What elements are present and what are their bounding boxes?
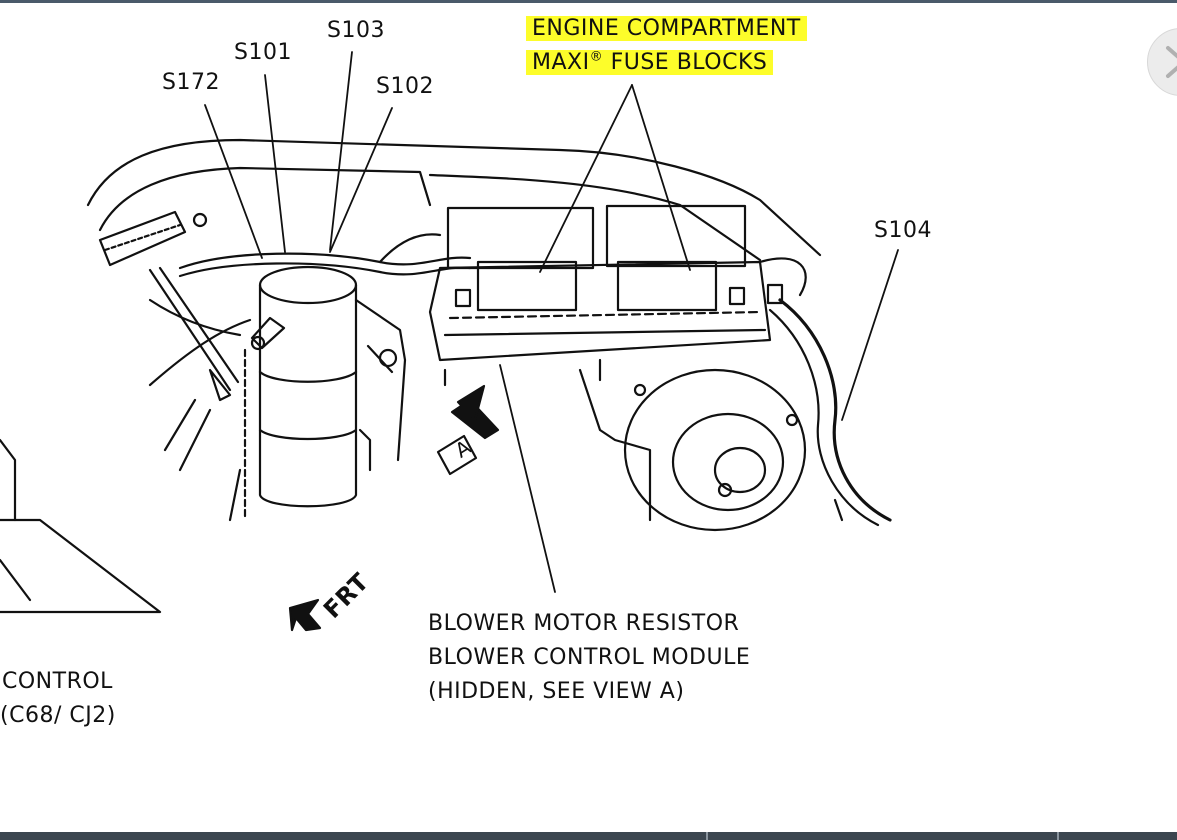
splice-label-s103: S103: [327, 18, 385, 43]
blower-motor: [578, 368, 807, 532]
registered-mark: ®: [589, 49, 604, 65]
fuse-block-title: ENGINE COMPARTMENT MAXI® FUSE BLOCKS: [526, 12, 808, 80]
accumulator: [243, 265, 358, 522]
control-label-line2: (C68/ CJ2): [0, 703, 116, 728]
shifter-area: [0, 438, 162, 614]
chevron-right-icon: [1166, 46, 1177, 78]
splice-label-s102: S102: [376, 74, 434, 99]
frt-arrow: [288, 598, 322, 632]
blower-label-line2: BLOWER CONTROL MODULE: [428, 645, 751, 670]
title-fuse-blocks: FUSE BLOCKS: [603, 50, 768, 75]
blower-label-line3: (HIDDEN, SEE VIEW A): [428, 679, 685, 704]
wiring-harness: [148, 233, 472, 387]
fuse-block-title-line1: ENGINE COMPARTMENT: [526, 16, 807, 41]
leader-lines: [204, 51, 899, 593]
control-label-line1: CONTROL: [2, 669, 113, 694]
right-harness: [768, 298, 892, 527]
left-bracket: [98, 210, 240, 402]
cowl-outline: [86, 138, 822, 262]
top-border: [0, 0, 1177, 3]
splice-label-s172: S172: [162, 70, 220, 95]
fuse-block-tray: [428, 204, 807, 387]
fuse-block-title-line2: MAXI® FUSE BLOCKS: [526, 49, 774, 75]
toolbar-divider: [1057, 832, 1059, 840]
view-a-arrow: [436, 384, 500, 476]
blower-label-line1: BLOWER MOTOR RESISTOR: [428, 611, 740, 636]
splice-label-s104: S104: [874, 218, 932, 243]
title-maxi: MAXI: [532, 50, 590, 75]
hose-lines: [163, 298, 407, 522]
splice-label-s101: S101: [234, 40, 292, 65]
bottom-toolbar: [0, 832, 1177, 840]
toolbar-divider: [706, 832, 708, 840]
